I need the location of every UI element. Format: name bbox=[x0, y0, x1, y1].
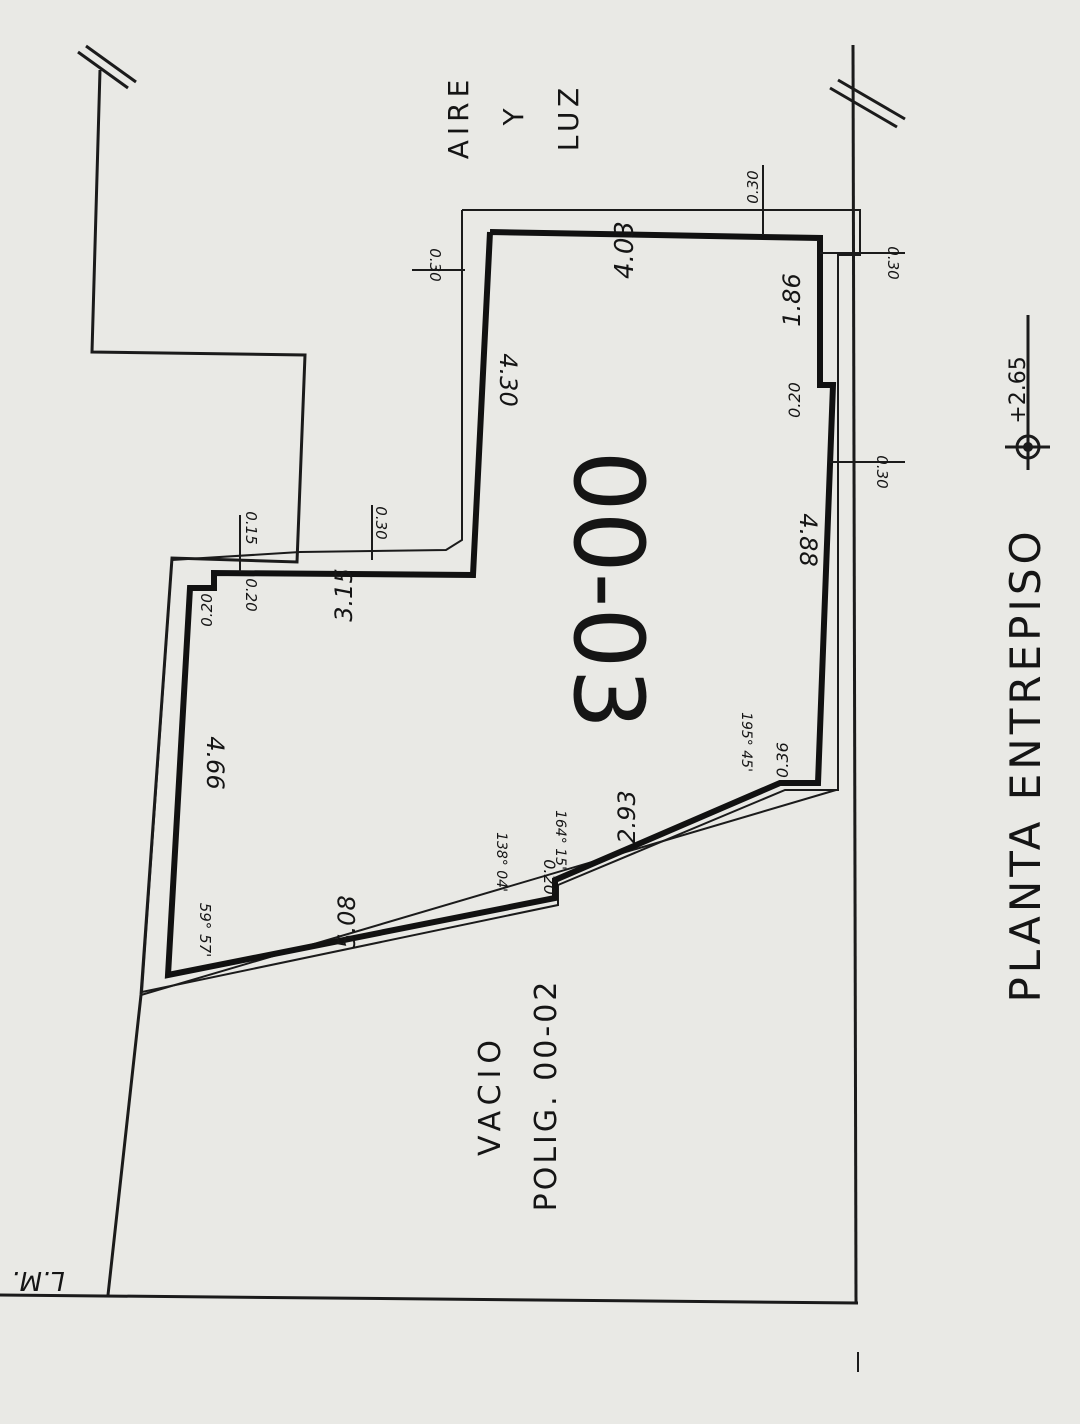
void-label: VACIO bbox=[473, 1034, 508, 1156]
dim-4.03: 4.03 bbox=[610, 221, 640, 279]
dim-2.93: 2.93 bbox=[613, 790, 641, 843]
dim-0.30-mid: 0.30 bbox=[372, 506, 390, 539]
zone-label-luz: LUZ bbox=[552, 83, 585, 151]
break-mark-right-2 bbox=[837, 78, 906, 121]
dim-4.88: 4.88 bbox=[794, 513, 822, 566]
angle-138-04: 138° 04' bbox=[493, 832, 509, 892]
void-polygon-label: POLIG. 00-02 bbox=[529, 979, 564, 1212]
break-mark-left-2 bbox=[85, 44, 137, 84]
dim-0.20-step: 0.20 bbox=[785, 382, 804, 418]
dim-0.36: 0.36 bbox=[773, 742, 792, 778]
dim-0.30-right-mid: 0.30 bbox=[873, 455, 891, 488]
dim-4.66: 4.66 bbox=[201, 736, 229, 789]
dim-0.20-a: 0.20 bbox=[242, 578, 260, 611]
dim-0.30-top: 0.30 bbox=[744, 170, 762, 203]
plan-title: PLANTA ENTREPISO bbox=[1001, 527, 1050, 1002]
angle-164-15: 164° 15' bbox=[552, 810, 568, 870]
dim-0.30-right-top: 0.30 bbox=[884, 246, 902, 279]
dimension-lines bbox=[239, 165, 905, 572]
dimension-labels: 4.03 1.86 0.30 0.30 0.30 0.20 0.30 4.30 … bbox=[196, 170, 902, 957]
lot-bottom-line bbox=[0, 1293, 859, 1305]
dim-3.15: 3.15 bbox=[330, 568, 358, 621]
unit-perimeter bbox=[164, 229, 837, 979]
dim-0.20-b: 0.20 bbox=[198, 593, 216, 626]
level-marker-dot bbox=[1023, 442, 1033, 452]
dim-0.30-left: 0.30 bbox=[426, 248, 444, 281]
level-marker-circle bbox=[1015, 434, 1041, 460]
break-mark-right-1 bbox=[829, 86, 898, 129]
level-label: +2.65 bbox=[1006, 356, 1031, 423]
dim-1.86: 1.86 bbox=[778, 273, 806, 326]
zone-label-y: Y bbox=[497, 108, 530, 127]
break-mark-left-1 bbox=[77, 50, 129, 90]
dim-5.08: 5.08 bbox=[333, 895, 361, 948]
line-mark-label: L.M. bbox=[11, 1265, 64, 1295]
void-boundary-line bbox=[140, 789, 837, 996]
level-marker bbox=[1005, 315, 1050, 470]
angle-195-45: 195° 45' bbox=[738, 712, 754, 772]
dim-0.15: 0.15 bbox=[242, 511, 260, 544]
zone-label-aire: AIRE bbox=[442, 75, 475, 160]
dim-0.20-c: 0.20 bbox=[540, 859, 559, 895]
dim-4.30: 4.30 bbox=[494, 353, 522, 406]
unit-id-label: 00-03 bbox=[552, 451, 664, 730]
angle-59-57: 59° 57' bbox=[196, 903, 214, 958]
